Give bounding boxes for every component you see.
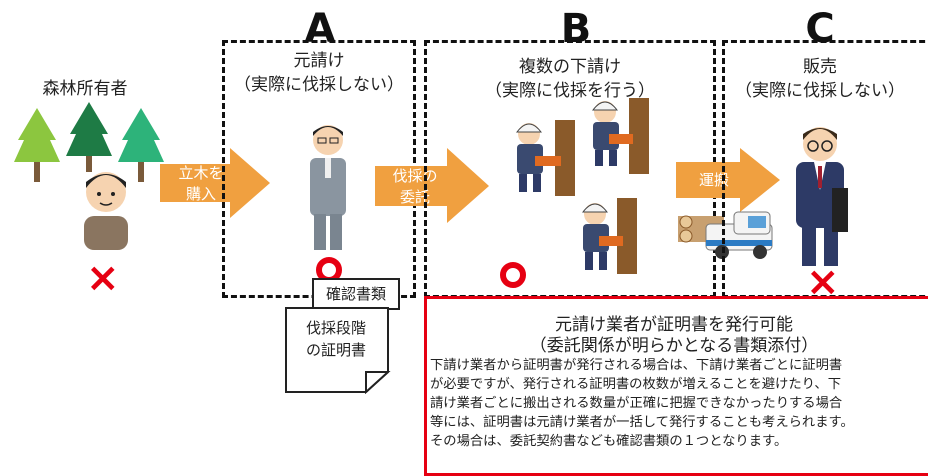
tree-icon	[66, 102, 112, 172]
commission-arrow-label-2: 委託	[399, 188, 430, 206]
note-line-3: 請け業者ごとに搬出される数量が正確に把握できなかったりする場合	[430, 396, 843, 411]
tree-icon	[118, 108, 164, 182]
logger-icon	[515, 120, 575, 196]
stage-b-letter: B	[560, 6, 592, 52]
buyer-person-icon	[796, 127, 848, 266]
confirm-document: 確認書類	[312, 278, 400, 310]
note-line-5: その場合は、委託契約書なども確認書類の１つとなります。	[430, 434, 788, 449]
stage-a-letter: A	[304, 6, 336, 52]
note-line-1: 下請け業者から証明書が発行される場合は、下請け業者ごとに証明書	[430, 358, 843, 373]
truck-icon	[678, 211, 773, 259]
stage-c-x-mark: ×	[806, 259, 840, 305]
commission-arrow	[375, 148, 489, 223]
confirm-document-label: 確認書類	[325, 285, 386, 303]
stage-c-letter: C	[805, 6, 835, 52]
tree-icon	[14, 108, 60, 182]
logger-icon	[591, 98, 649, 174]
purchase-arrow-label-2: 購入	[185, 185, 216, 203]
owner-label: 森林所有者	[42, 79, 128, 99]
transport-arrow	[676, 148, 780, 212]
subcontractor-loggers-icon	[515, 98, 649, 274]
prime-contractor-icon	[310, 125, 346, 250]
owner-x-mark: ×	[86, 255, 120, 301]
note-line-2: が必要ですが、発行される証明書の枚数が増えることを避けたり、下	[430, 377, 842, 392]
owner-person-icon	[84, 172, 128, 250]
certificate-label-2: の証明書	[305, 341, 366, 359]
forest-illustration	[14, 102, 164, 250]
note-heading: 元請け業者が証明書を発行可能	[555, 315, 793, 335]
stage-b-subtitle: （実際に伐採を行う）	[485, 81, 655, 101]
certificate-label-1: 伐採段階	[305, 319, 366, 337]
logger-icon	[581, 198, 637, 274]
purchase-arrow-label-1: 立木を	[178, 164, 224, 182]
note-subheading: （委託関係が明らかとなる書類添付）	[529, 336, 819, 356]
transport-arrow-label: 運搬	[698, 171, 729, 189]
stage-a-subtitle: （実際に伐採しない）	[234, 75, 404, 95]
stage-c-subtitle: （実際に伐採しない）	[735, 81, 905, 101]
note-box	[424, 296, 928, 476]
note-line-4: 等には、証明書は元請け業者が一括して発行することも考えられます。	[430, 415, 854, 430]
purchase-arrow	[160, 148, 270, 218]
stage-c-title: 販売	[803, 57, 837, 77]
stage-b-o-mark	[500, 262, 526, 288]
stage-b-title: 複数の下請け	[519, 57, 621, 77]
certificate-document	[285, 307, 391, 394]
stage-a-title: 元請け	[293, 51, 345, 71]
